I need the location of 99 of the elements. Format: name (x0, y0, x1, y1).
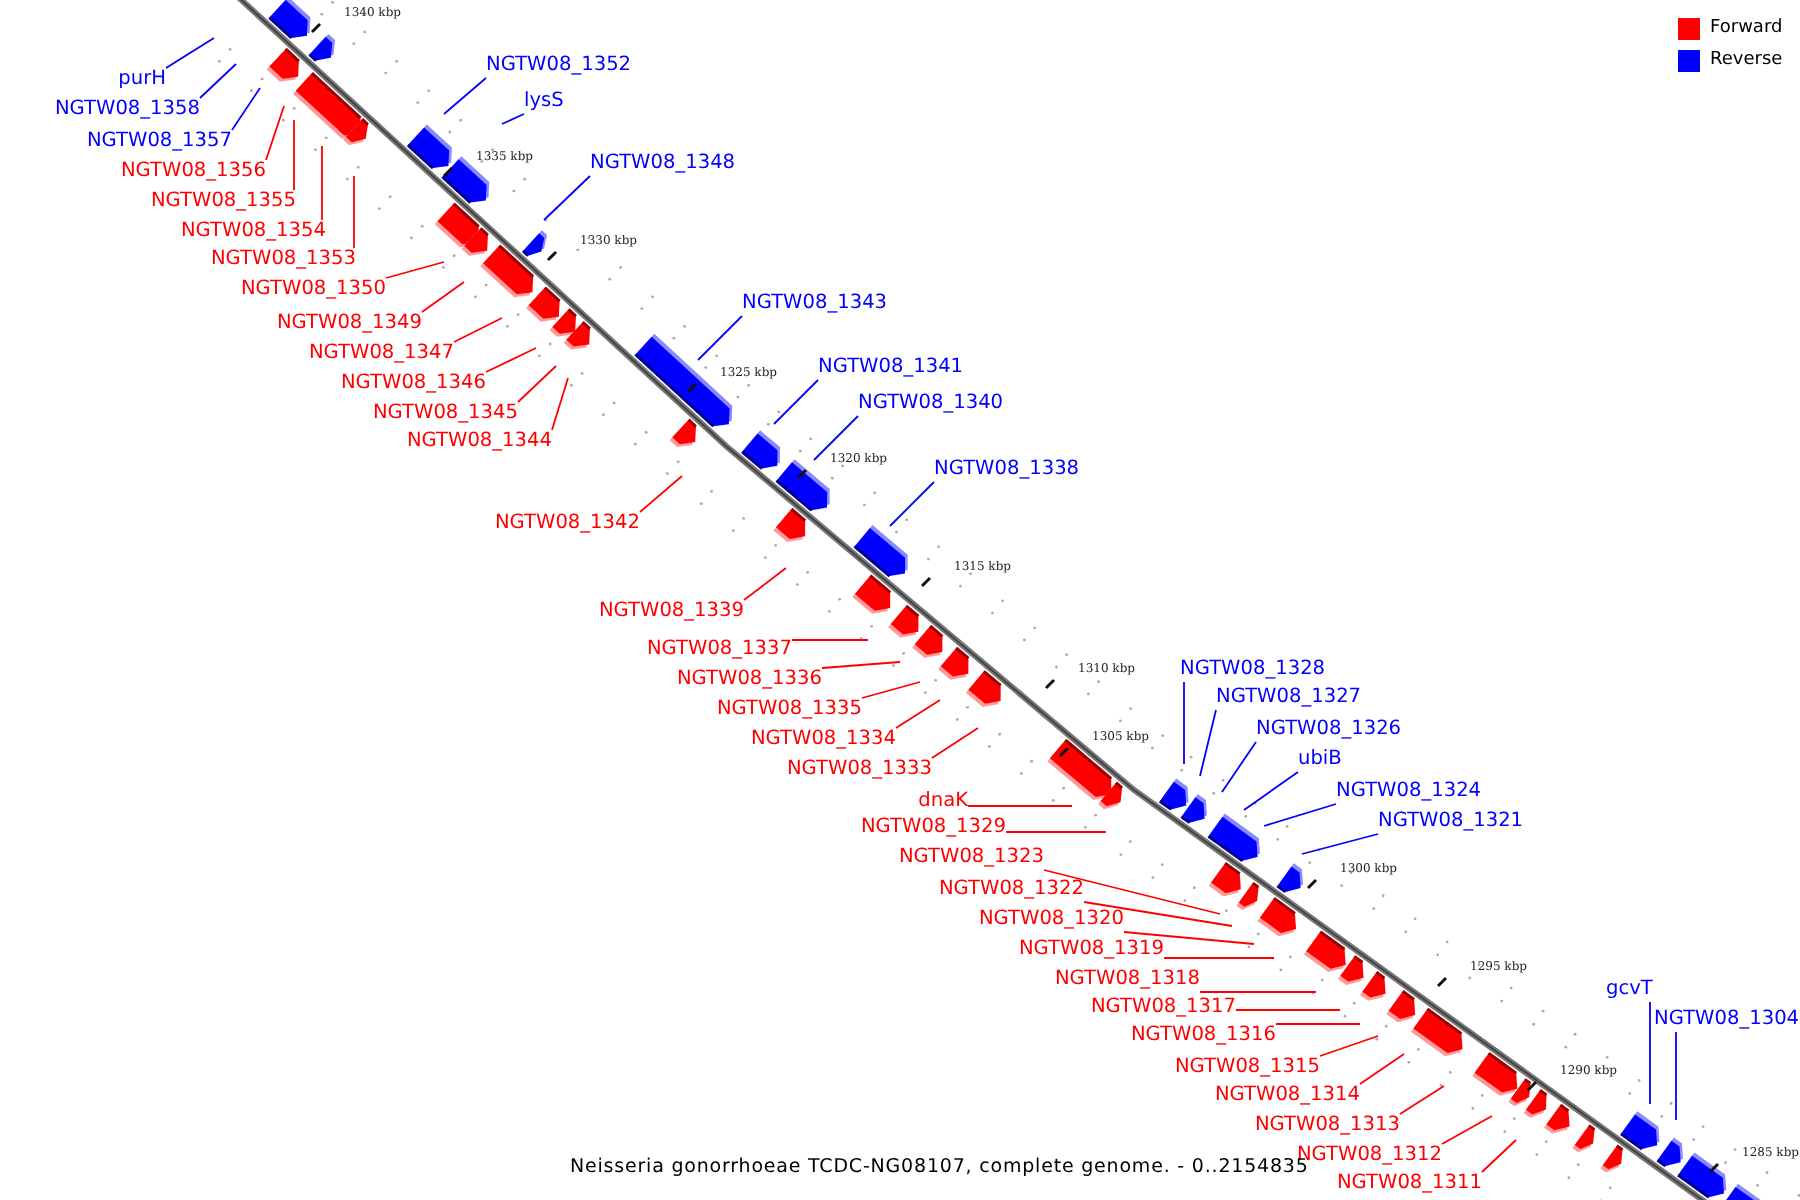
gene-label: NGTW08_1350 (240, 278, 386, 302)
gene-label: NGTW08_1346 (340, 372, 486, 396)
gene-label: NGTW08_1326 (1256, 718, 1402, 742)
gene-label: NGTW08_1320 (978, 908, 1124, 932)
leader-line (443, 77, 487, 115)
leader-line (231, 87, 261, 131)
leader-line (1263, 803, 1337, 827)
gene-label: NGTW08_1337 (646, 638, 792, 662)
gene-label: NGTW08_1333 (786, 758, 932, 782)
leader-line (1199, 991, 1317, 993)
gene-label: NGTW08_1321 (1378, 810, 1524, 834)
gene-label: NGTW08_1323 (898, 846, 1044, 870)
gene-label: NGTW08_1353 (210, 248, 356, 272)
leader-line (321, 145, 323, 221)
leader-line (889, 481, 935, 527)
leader-line (265, 105, 285, 161)
leader-line (485, 347, 537, 373)
gene-label: NGTW08_1314 (1214, 1084, 1360, 1108)
gene-label: NGTW08_1357 (86, 130, 232, 154)
leader-line (165, 37, 215, 69)
leader-line (697, 315, 743, 361)
leader-line (385, 261, 445, 279)
leader-line (453, 317, 503, 343)
gene-label: gcvT (1606, 978, 1653, 1002)
leader-line (551, 377, 569, 431)
gene-label: NGTW08_1347 (308, 342, 454, 366)
leader-line (1183, 681, 1185, 765)
gene-label: NGTW08_1315 (1174, 1056, 1320, 1080)
gene-label: NGTW08_1304 (1654, 1008, 1800, 1032)
leader-line (293, 119, 295, 191)
leader-line (421, 281, 465, 313)
gene-label: NGTW08_1335 (716, 698, 862, 722)
gene-label: NGTW08_1343 (742, 292, 888, 316)
leader-line (1123, 931, 1255, 945)
leader-line (639, 475, 683, 513)
leader-line (743, 567, 787, 601)
leader-line (353, 175, 355, 249)
gene-label: NGTW08_1349 (276, 312, 422, 336)
leader-line (821, 661, 901, 669)
leader-line (1399, 1085, 1445, 1115)
gene-label: dnaK (918, 790, 968, 814)
gene-label: NGTW08_1313 (1254, 1114, 1400, 1138)
gene-label: NGTW08_1311 (1336, 1172, 1482, 1196)
gene-label: purH (118, 68, 166, 92)
gene-label: NGTW08_1358 (54, 98, 200, 122)
leader-line (1675, 1031, 1677, 1121)
leader-line (543, 175, 591, 221)
gene-label: NGTW08_1329 (860, 816, 1006, 840)
leader-line (1301, 833, 1379, 855)
legend-label: Forward (1710, 16, 1783, 40)
gene-label: NGTW08_1355 (150, 190, 296, 214)
gene-label: NGTW08_1324 (1336, 780, 1482, 804)
leader-line (1083, 901, 1233, 927)
legend-label: Reverse (1710, 48, 1783, 72)
gene-label: NGTW08_1342 (494, 512, 640, 536)
leader-line (895, 699, 941, 729)
leader-line (1043, 869, 1221, 915)
leader-line (1481, 1139, 1517, 1173)
leader-line (1649, 1001, 1651, 1105)
gene-label: lysS (524, 90, 564, 114)
leader-line (1005, 831, 1107, 833)
leader-line (1275, 1023, 1361, 1025)
gene-label: NGTW08_1348 (590, 152, 736, 176)
leader-line (1199, 709, 1217, 777)
leader-line (813, 415, 859, 461)
leader-line (1243, 771, 1299, 811)
gene-label: NGTW08_1322 (938, 878, 1084, 902)
gene-label: NGTW08_1336 (676, 668, 822, 692)
leader-line (517, 365, 557, 403)
gene-label: NGTW08_1341 (818, 356, 964, 380)
gene-label: NGTW08_1318 (1054, 968, 1200, 992)
leader-line (1441, 1115, 1493, 1145)
leader-line (1163, 957, 1275, 959)
gene-label: NGTW08_1328 (1180, 658, 1326, 682)
leader-line (773, 379, 819, 425)
gene-label: NGTW08_1317 (1090, 996, 1236, 1020)
gene-label: NGTW08_1327 (1216, 686, 1362, 710)
gene-label: NGTW08_1356 (120, 160, 266, 184)
leader-line (967, 805, 1073, 807)
leader-line (501, 113, 525, 125)
gene-label: NGTW08_1344 (406, 430, 552, 454)
gene-label: NGTW08_1339 (598, 600, 744, 624)
gene-label: NGTW08_1352 (486, 54, 632, 78)
gene-label: NGTW08_1338 (934, 458, 1080, 482)
leader-line (1235, 1009, 1341, 1011)
leader-line (1319, 1035, 1379, 1057)
gene-label: NGTW08_1334 (750, 728, 896, 752)
leader-line (1221, 741, 1257, 793)
gene-label: ubiB (1298, 748, 1342, 772)
gene-label: NGTW08_1340 (858, 392, 1004, 416)
gene-label: NGTW08_1319 (1018, 938, 1164, 962)
leader-line (931, 727, 979, 759)
gene-label: NGTW08_1345 (372, 402, 518, 426)
leader-line (199, 63, 237, 99)
gene-label: NGTW08_1354 (180, 220, 326, 244)
gene-label: NGTW08_1316 (1130, 1024, 1276, 1048)
leader-line (861, 681, 921, 699)
leader-line (1359, 1053, 1405, 1085)
leader-line (791, 639, 869, 641)
